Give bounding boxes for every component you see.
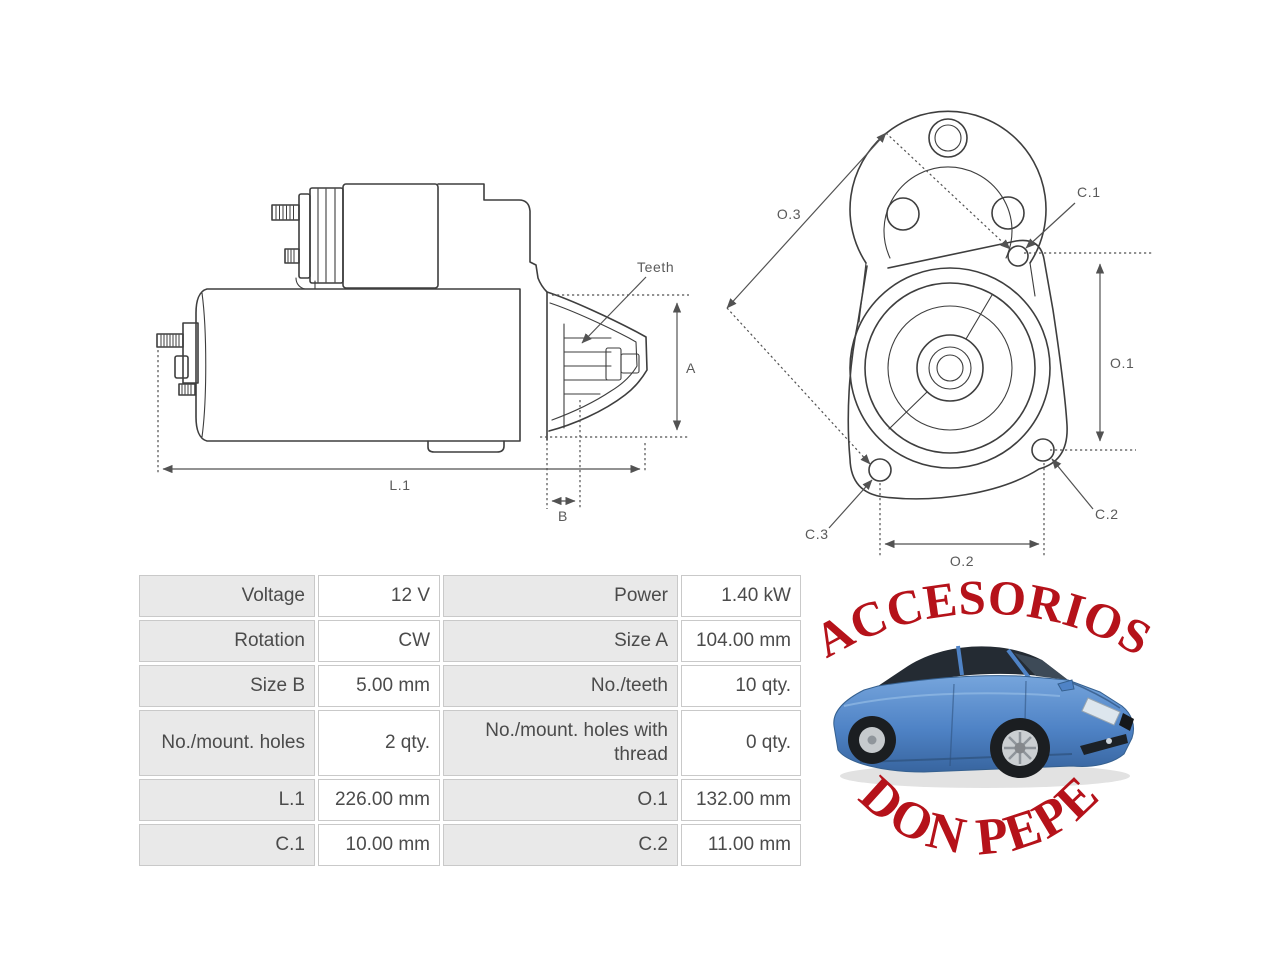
car-grille [1119, 713, 1134, 731]
table-row: Size B 5.00 mm No./teeth 10 qty. [139, 665, 801, 707]
table-row: C.1 10.00 mm C.2 11.00 mm [139, 824, 801, 866]
spec-value-cell: 1.40 kW [681, 575, 801, 617]
dimension-o1: O.1 [1024, 252, 1153, 451]
c3-label: C.3 [805, 526, 829, 542]
bell-housing [546, 291, 648, 432]
spec-label-cell: Size A [443, 620, 678, 662]
brand-logo: ACCESORIOS [805, 569, 1160, 866]
bracket-right-hole [991, 196, 1025, 230]
spec-label-cell: Power [443, 575, 678, 617]
dimension-o2-label: O.2 [950, 553, 974, 569]
spec-value-cell: 104.00 mm [681, 620, 801, 662]
pinion-shaft-nose [620, 353, 640, 374]
callout-c1: C.1 [1025, 184, 1101, 249]
spec-label-cell: C.1 [139, 824, 315, 866]
mount-hole-c3 [868, 458, 892, 482]
mounting-flange [847, 239, 1068, 500]
c1-label: C.1 [1077, 184, 1101, 200]
dimension-o2: O.2 [879, 463, 1045, 569]
bracket-left-hole [886, 197, 920, 231]
table-row: Rotation CW Size A 104.00 mm [139, 620, 801, 662]
dimension-b-label: B [558, 508, 568, 524]
spec-label-cell: Size B [139, 665, 315, 707]
side-view-drawing: Teeth A L.1 B [156, 183, 696, 524]
dimension-l1: L.1 [157, 350, 646, 493]
table-row: No./mount. holes 2 qty. No./mount. holes… [139, 710, 801, 776]
car-intake [1080, 734, 1128, 755]
dimension-o3: O.3 [726, 132, 1011, 465]
dimension-l1-label: L.1 [389, 477, 410, 493]
car-mirror [1057, 679, 1075, 692]
spec-value-cell: 11.00 mm [681, 824, 801, 866]
flange-outer-circle [849, 267, 1051, 469]
spec-value-cell: CW [318, 620, 440, 662]
car-rear-wheel [848, 716, 896, 764]
spec-value-cell: 2 qty. [318, 710, 440, 776]
car-front-wheel [990, 718, 1050, 778]
spec-table: Voltage 12 V Power 1.40 kW Rotation CW S… [136, 572, 804, 869]
spec-value-cell: 0 qty. [681, 710, 801, 776]
starter-motor-technical-drawing: Teeth A L.1 B [156, 110, 1153, 569]
spec-label-cell: L.1 [139, 779, 315, 821]
dimension-b: B [546, 400, 581, 524]
table-row: L.1 226.00 mm O.1 132.00 mm [139, 779, 801, 821]
drive-housing [437, 183, 548, 441]
callout-c3: C.3 [805, 479, 873, 542]
table-row: Voltage 12 V Power 1.40 kW [139, 575, 801, 617]
spec-value-cell: 226.00 mm [318, 779, 440, 821]
spec-label-cell: O.1 [443, 779, 678, 821]
teeth-label: Teeth [637, 259, 674, 275]
car-illustration [833, 645, 1135, 788]
mount-hole-c2 [1031, 438, 1055, 462]
spec-label-cell: Voltage [139, 575, 315, 617]
spec-label-cell: Rotation [139, 620, 315, 662]
spec-label-cell: C.2 [443, 824, 678, 866]
front-view-drawing: O.3 C.1 O.1 C.2 C.3 [726, 110, 1153, 569]
spec-value-cell: 10 qty. [681, 665, 801, 707]
rear-bracket [182, 322, 199, 384]
spec-value-cell: 12 V [318, 575, 440, 617]
motor-body [195, 288, 521, 442]
shaft-hub [916, 334, 984, 402]
spec-label-cell: No./mount. holes with thread [443, 710, 678, 776]
car-body [833, 675, 1135, 773]
spec-value-cell: 10.00 mm [318, 824, 440, 866]
dimension-o3-label: O.3 [777, 206, 801, 222]
dimension-o1-label: O.1 [1110, 355, 1134, 371]
c2-label: C.2 [1095, 506, 1119, 522]
rear-terminal-stud [156, 333, 184, 348]
mount-hole-c1 [1007, 245, 1029, 267]
spec-label-cell: No./mount. holes [139, 710, 315, 776]
spec-label-cell: No./teeth [443, 665, 678, 707]
bracket-top-hole [928, 118, 968, 158]
dimension-a: A [540, 294, 696, 438]
solenoid [342, 183, 439, 289]
spec-value-cell: 5.00 mm [318, 665, 440, 707]
callout-c2: C.2 [1051, 458, 1119, 522]
car-headlight [1081, 697, 1121, 726]
teeth-leader-line [581, 276, 647, 344]
dimension-a-label: A [686, 360, 696, 376]
solenoid-terminal-stud [271, 204, 300, 221]
spec-value-cell: 132.00 mm [681, 779, 801, 821]
